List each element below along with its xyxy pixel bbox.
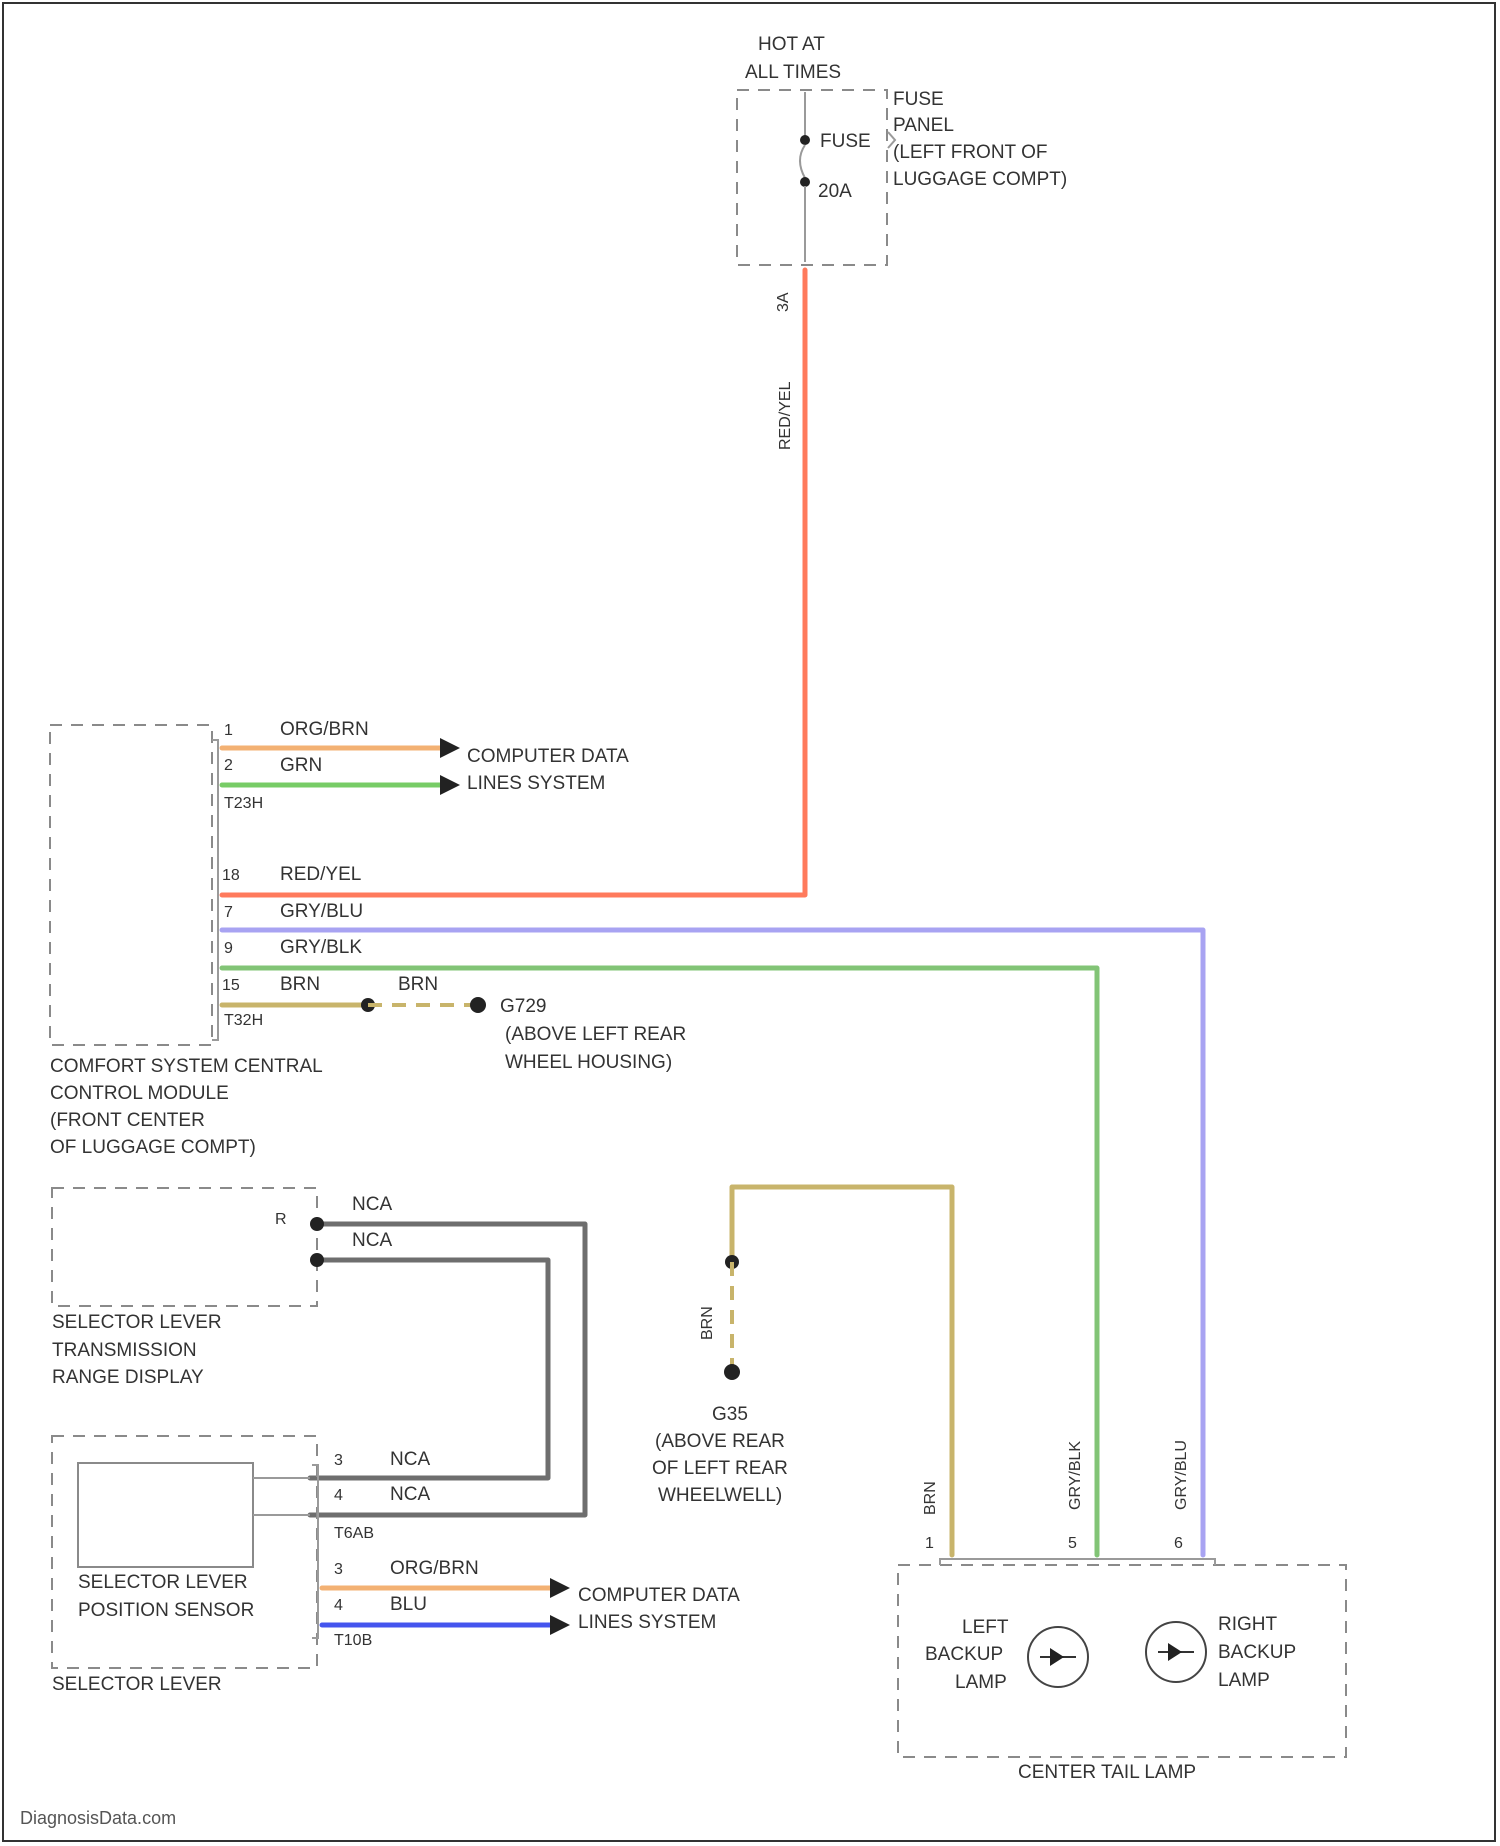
ccm-pin-7: 7: [224, 904, 233, 921]
left-lamp-label-3: LAMP: [955, 1672, 1007, 1693]
fuse-terminal-label: 3A: [775, 292, 792, 312]
selector-connector-b: T10B: [334, 1632, 372, 1649]
ccm-name-3: (FRONT CENTER: [50, 1110, 205, 1131]
ccm-pin-15: 15: [222, 977, 240, 994]
ccm-connector-a: T23H: [224, 795, 263, 812]
ground-g729-name: G729: [500, 996, 546, 1017]
left-lamp-label-1: LEFT: [962, 1617, 1009, 1638]
ground-g35-loc-3: WHEELWELL): [658, 1485, 782, 1506]
range-display-label-3: RANGE DISPLAY: [52, 1367, 204, 1388]
ccm-data-label-1: COMPUTER DATA: [467, 746, 629, 767]
hot-label-2: ALL TIMES: [745, 62, 841, 83]
range-display-terminal-2: [310, 1253, 324, 1267]
ground-g35-wire: BRN: [699, 1306, 716, 1340]
tail-lamp-name: CENTER TAIL LAMP: [1018, 1762, 1196, 1783]
hot-label-1: HOT AT: [758, 34, 825, 55]
left-backup-lamp-icon: [1028, 1627, 1088, 1687]
tail-pin-1: 1: [925, 1535, 934, 1552]
selector-pin-3b: 3: [334, 1561, 343, 1578]
fuse-panel-label-4: LUGGAGE COMPT): [893, 169, 1067, 190]
right-lamp-label-3: LAMP: [1218, 1670, 1270, 1691]
sensor-label-1: SELECTOR LEVER: [78, 1572, 248, 1593]
ccm-pin-7-wire: GRY/BLU: [280, 901, 363, 922]
ground-g35-name: G35: [712, 1404, 748, 1425]
right-lamp-label-2: BACKUP: [1218, 1642, 1296, 1663]
ccm-pin-2-wire: GRN: [280, 755, 322, 776]
ground-g729-wire: BRN: [398, 974, 438, 995]
range-display-wire-1: NCA: [352, 1194, 392, 1215]
range-display-wire-2: NCA: [352, 1230, 392, 1251]
fuse-rating: 20A: [818, 181, 852, 202]
fuse-label: FUSE: [820, 131, 871, 152]
selector-pin-4a-wire: NCA: [390, 1484, 430, 1505]
tail-pin-5-wire: GRY/BLK: [1067, 1441, 1084, 1510]
selector-pin-3a-wire: NCA: [390, 1449, 430, 1470]
left-lamp-label-2: BACKUP: [925, 1644, 1003, 1665]
ccm-pin-18: 18: [222, 867, 240, 884]
ccm-name-2: CONTROL MODULE: [50, 1083, 229, 1104]
selector-data-label-1: COMPUTER DATA: [578, 1585, 740, 1606]
selector-pin-4b: 4: [334, 1597, 343, 1614]
selector-pin-3a: 3: [334, 1452, 343, 1469]
tail-pin-1-wire: BRN: [922, 1481, 939, 1515]
ccm-pin-9-wire: GRY/BLK: [280, 937, 362, 958]
range-display-label-2: TRANSMISSION: [52, 1340, 197, 1361]
selector-pin-4b-wire: BLU: [390, 1594, 427, 1615]
ground-g729-dot: [470, 997, 486, 1013]
tail-pin-6: 6: [1174, 1535, 1183, 1552]
ccm-name-4: OF LUGGAGE COMPT): [50, 1137, 256, 1158]
diagram-frame: [3, 3, 1495, 1841]
ccm-pin-1-wire: ORG/BRN: [280, 719, 369, 740]
sensor-label-2: POSITION SENSOR: [78, 1600, 254, 1621]
ground-g35-loc-1: (ABOVE REAR: [655, 1431, 785, 1452]
range-display-label-1: SELECTOR LEVER: [52, 1312, 222, 1333]
ground-g35-dot: [724, 1364, 740, 1380]
fuse-terminal-bottom: [800, 177, 810, 187]
ground-g35-loc-2: OF LEFT REAR: [652, 1458, 788, 1479]
selector-data-label-2: LINES SYSTEM: [578, 1612, 716, 1633]
selector-pin-4a: 4: [334, 1487, 343, 1504]
ground-g729-loc-2: WHEEL HOUSING): [505, 1052, 672, 1073]
right-backup-lamp-icon: [1146, 1622, 1206, 1682]
fuse-terminal-top: [800, 135, 810, 145]
fuse-panel-label-2: PANEL: [893, 115, 954, 136]
fuse-panel-label-3: (LEFT FRONT OF: [893, 142, 1047, 163]
selector-pin-3b-wire: ORG/BRN: [390, 1558, 479, 1579]
range-display-terminal-r: [310, 1217, 324, 1231]
ccm-data-label-2: LINES SYSTEM: [467, 773, 605, 794]
ccm-pin-9: 9: [224, 940, 233, 957]
selector-connector-a: T6AB: [334, 1525, 374, 1542]
ccm-pin-18-wire: RED/YEL: [280, 864, 361, 885]
ccm-pin-15-wire: BRN: [280, 974, 320, 995]
range-display-pin: R: [275, 1211, 287, 1228]
fuse-panel-label-1: FUSE: [893, 89, 944, 110]
selector-lever-label: SELECTOR LEVER: [52, 1674, 222, 1695]
ccm-connector-b: T32H: [224, 1012, 263, 1029]
tail-pin-6-wire: GRY/BLU: [1173, 1440, 1190, 1510]
tail-pin-5: 5: [1068, 1535, 1077, 1552]
fuse-wire-color: RED/YEL: [777, 381, 794, 450]
ccm-pin-1: 1: [224, 722, 233, 739]
watermark: DiagnosisData.com: [20, 1808, 176, 1828]
ccm-name-1: COMFORT SYSTEM CENTRAL: [50, 1056, 323, 1077]
ccm-pin-2: 2: [224, 757, 233, 774]
ground-g729-loc-1: (ABOVE LEFT REAR: [505, 1024, 686, 1045]
right-lamp-label-1: RIGHT: [1218, 1614, 1278, 1635]
